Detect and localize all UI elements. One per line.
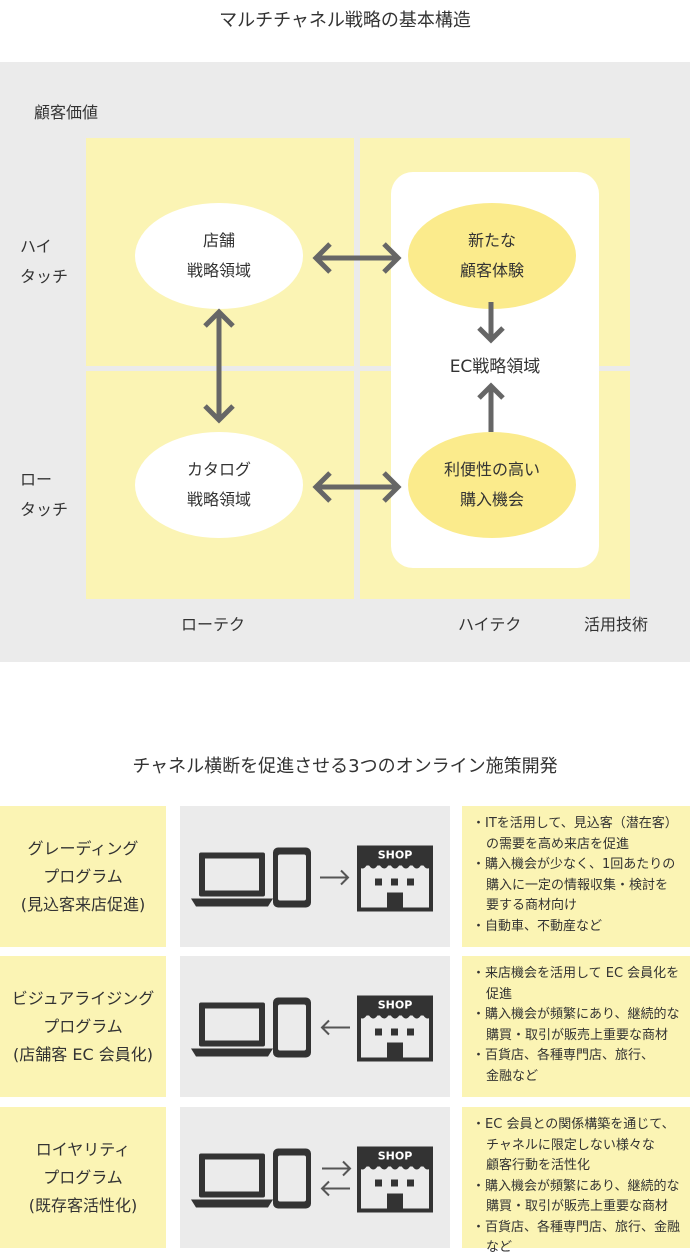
program-icon-group: SHOP	[191, 845, 433, 912]
bullet-continuation: 購買・取引が販売上重要な商材	[486, 1027, 669, 1043]
diagram1-title: マルチチャネル戦略の基本構造	[219, 10, 471, 31]
program-description: ITを活用して、見込客（潜在客）の需要を高め来店を促進購入機会が少なく、1回あた…	[462, 806, 690, 947]
bullet-item: 購入機会が頻繁にあり、継続的な	[472, 1005, 682, 1026]
double-arrow-store-to-new-experience	[312, 242, 402, 274]
program-icon-group: SHOP	[191, 1146, 433, 1213]
y-axis-label: 顧客価値	[34, 103, 99, 122]
double-arrow-store-to-catalog	[203, 308, 235, 424]
x-axis-label: 活用技術	[584, 615, 649, 634]
arrow-new-experience-to-ec	[477, 302, 505, 344]
matrix-arrows	[203, 242, 505, 503]
store-strategy-node: 店舗 戦略領域	[135, 203, 303, 309]
new-experience-node: 新たな 顧客体験	[408, 203, 576, 309]
program-icon-group: SHOP	[191, 995, 433, 1062]
bullet-continuation: 金融など	[486, 1068, 539, 1084]
laptop-icon	[191, 1153, 273, 1208]
shop-icon: SHOP	[357, 995, 433, 1062]
bullet-continuation: 購買・取引が販売上重要な商材	[486, 1199, 669, 1214]
ec-strategy-label: EC戦略領域	[449, 357, 541, 377]
flow-arrow-icon	[320, 869, 350, 886]
bullet-item: 購入機会が少なく、1回あたりの	[472, 855, 682, 876]
program-label-line: (見込客来店促進)	[20, 894, 146, 914]
bullet-continuation: の需要を高め来店を促進	[486, 836, 630, 852]
shop-icon: SHOP	[357, 845, 433, 912]
x-label-low-tech: ローテク	[181, 615, 246, 634]
bullet-item: EC 会員との関係構築を通じて、	[472, 1115, 682, 1136]
x-label-high-tech: ハイテク	[458, 615, 522, 634]
program-label-line: グレーディング	[27, 838, 139, 858]
program-label-line: ロイヤリティ	[35, 1139, 131, 1159]
row-label-high-touch: ハイ タッチ	[20, 237, 69, 286]
program-label-line: ビジュアライジング	[11, 988, 155, 1008]
bullet-continuation: 促進	[486, 986, 513, 1002]
program-label-line: プログラム	[43, 866, 123, 886]
convenient-purchase-node: 利便性の高い 購入機会	[408, 432, 576, 538]
shop-sign-text: SHOP	[378, 1150, 413, 1163]
catalog-strategy-node: カタログ 戦略領域	[135, 432, 303, 538]
bullet-item: 購入機会が頻繁にあり、継続的な	[472, 1177, 682, 1198]
program-label: グレーディングプログラム (見込客来店促進)	[0, 806, 166, 947]
laptop-icon	[191, 1002, 273, 1057]
bullet-continuation: チャネルに限定しない様々な	[486, 1137, 655, 1153]
program-label-line: (既存客活性化)	[28, 1195, 138, 1215]
bullet-item: 自動車、不動産など	[472, 917, 682, 938]
diagram2-title: チャネル横断を促進させる3つのオンライン施策開発	[132, 756, 558, 777]
program-description: EC 会員との関係構築を通じて、チャネルに限定しない様々な顧客行動を活性化購入機…	[462, 1107, 690, 1255]
bullet-continuation: 要する商材向け	[486, 898, 578, 913]
program-description: 来店機会を活用して EC 会員化を促進購入機会が頻繁にあり、継続的な購買・取引が…	[462, 956, 690, 1097]
row-label-low-touch: ロー タッチ	[20, 470, 69, 519]
program-label-line: (店舗客 EC 会員化)	[13, 1044, 153, 1064]
smartphone-icon	[273, 1148, 311, 1209]
smartphone-icon	[273, 997, 311, 1058]
bullet-item: ITを活用して、見込客（潜在客）	[472, 814, 682, 835]
smartphone-icon	[273, 847, 311, 908]
shop-sign-text: SHOP	[378, 999, 413, 1012]
program-label: ビジュアライジングプログラム (店舗客 EC 会員化)	[0, 956, 166, 1097]
bullet-continuation: 購入に一定の情報収集・検討を	[486, 877, 669, 893]
flow-arrow-icon	[320, 1160, 352, 1197]
program-label-line: プログラム	[43, 1016, 123, 1036]
program-label: ロイヤリティプログラム (既存客活性化)	[0, 1107, 166, 1248]
bullet-item: 来店機会を活用して EC 会員化を	[472, 964, 682, 985]
shop-sign-text: SHOP	[378, 849, 413, 862]
flow-arrow-icon	[320, 1019, 350, 1036]
bullet-item: 百貨店、各種専門店、旅行、	[472, 1046, 682, 1067]
laptop-icon	[191, 852, 273, 907]
program-label-line: プログラム	[43, 1167, 123, 1187]
arrow-convenient-to-ec	[477, 382, 505, 432]
bullet-continuation: 顧客行動を活性化	[486, 1158, 591, 1173]
shop-icon: SHOP	[357, 1146, 433, 1213]
double-arrow-catalog-to-convenient	[312, 471, 402, 503]
